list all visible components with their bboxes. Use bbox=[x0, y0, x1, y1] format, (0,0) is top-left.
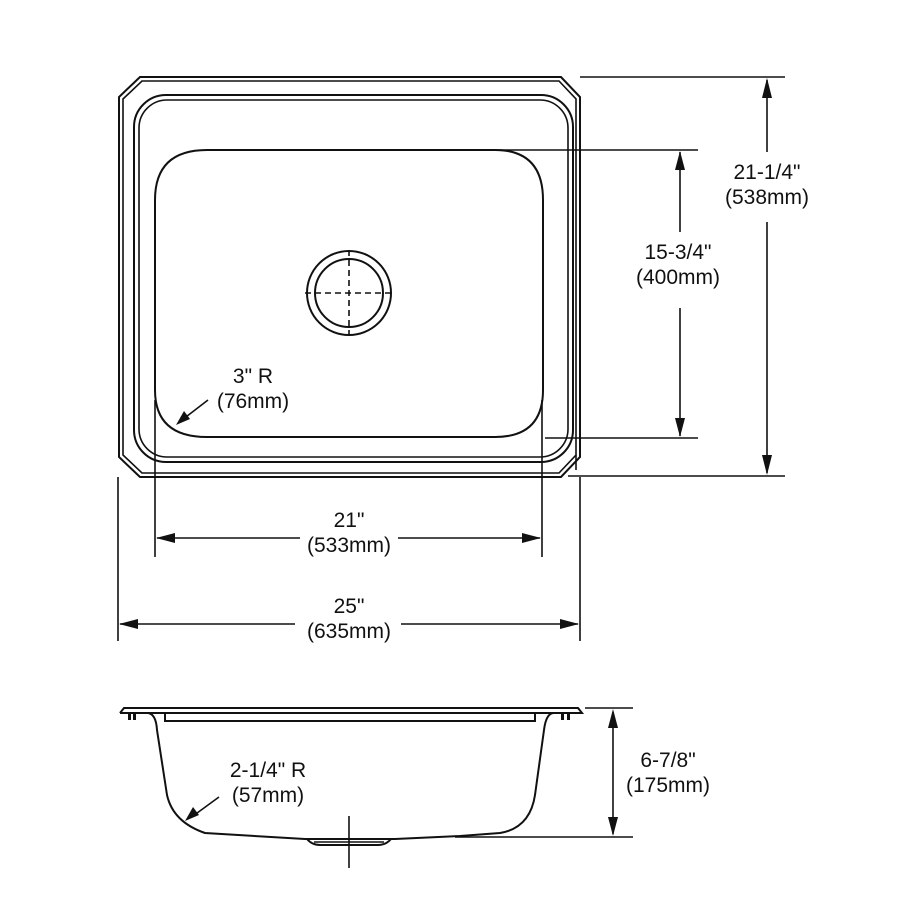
depth-metric: (175mm) bbox=[625, 774, 711, 797]
overall-width-dimension bbox=[119, 619, 579, 629]
depth-label: 6-7/8" (175mm) bbox=[626, 748, 710, 798]
overall-height-dimension bbox=[762, 78, 772, 475]
corner-radius-label: 3" R (76mm) bbox=[217, 364, 289, 414]
top-view-outline bbox=[118, 76, 581, 478]
overall-width-metric: (635mm) bbox=[306, 620, 392, 643]
bowl-width-metric: (533mm) bbox=[306, 534, 392, 557]
bowl-height-dimension bbox=[675, 151, 685, 437]
bowl-height-metric: (400mm) bbox=[635, 266, 721, 289]
side-view-outline bbox=[119, 707, 585, 868]
bowl-height-imperial: 15-3/4" bbox=[644, 241, 712, 264]
bottom-radius-metric: (57mm) bbox=[231, 784, 305, 807]
drain-circle-icon bbox=[305, 250, 393, 336]
overall-width-imperial: 25" bbox=[333, 595, 365, 618]
bowl-height-label: 15-3/4" (400mm) bbox=[636, 240, 720, 290]
corner-radius-imperial: 3" R bbox=[232, 365, 274, 388]
bowl-width-label: 21" (533mm) bbox=[307, 508, 391, 558]
bowl-width-imperial: 21" bbox=[333, 509, 365, 532]
bottom-radius-leader bbox=[185, 796, 220, 821]
width-extension-lines bbox=[117, 400, 581, 641]
bottom-radius-imperial: 2-1/4" R bbox=[229, 759, 307, 782]
overall-height-imperial: 21-1/4" bbox=[733, 161, 801, 184]
bottom-radius-label: 2-1/4" R (57mm) bbox=[230, 758, 306, 808]
corner-radius-leader bbox=[176, 399, 209, 425]
depth-imperial: 6-7/8" bbox=[640, 749, 696, 772]
height-extension-lines bbox=[495, 76, 785, 477]
bowl-width-dimension bbox=[156, 533, 541, 543]
depth-dimension bbox=[455, 707, 633, 838]
overall-height-label: 21-1/4" (538mm) bbox=[725, 160, 809, 210]
corner-radius-metric: (76mm) bbox=[216, 390, 290, 413]
overall-width-label: 25" (635mm) bbox=[307, 594, 391, 644]
overall-height-metric: (538mm) bbox=[724, 186, 810, 209]
